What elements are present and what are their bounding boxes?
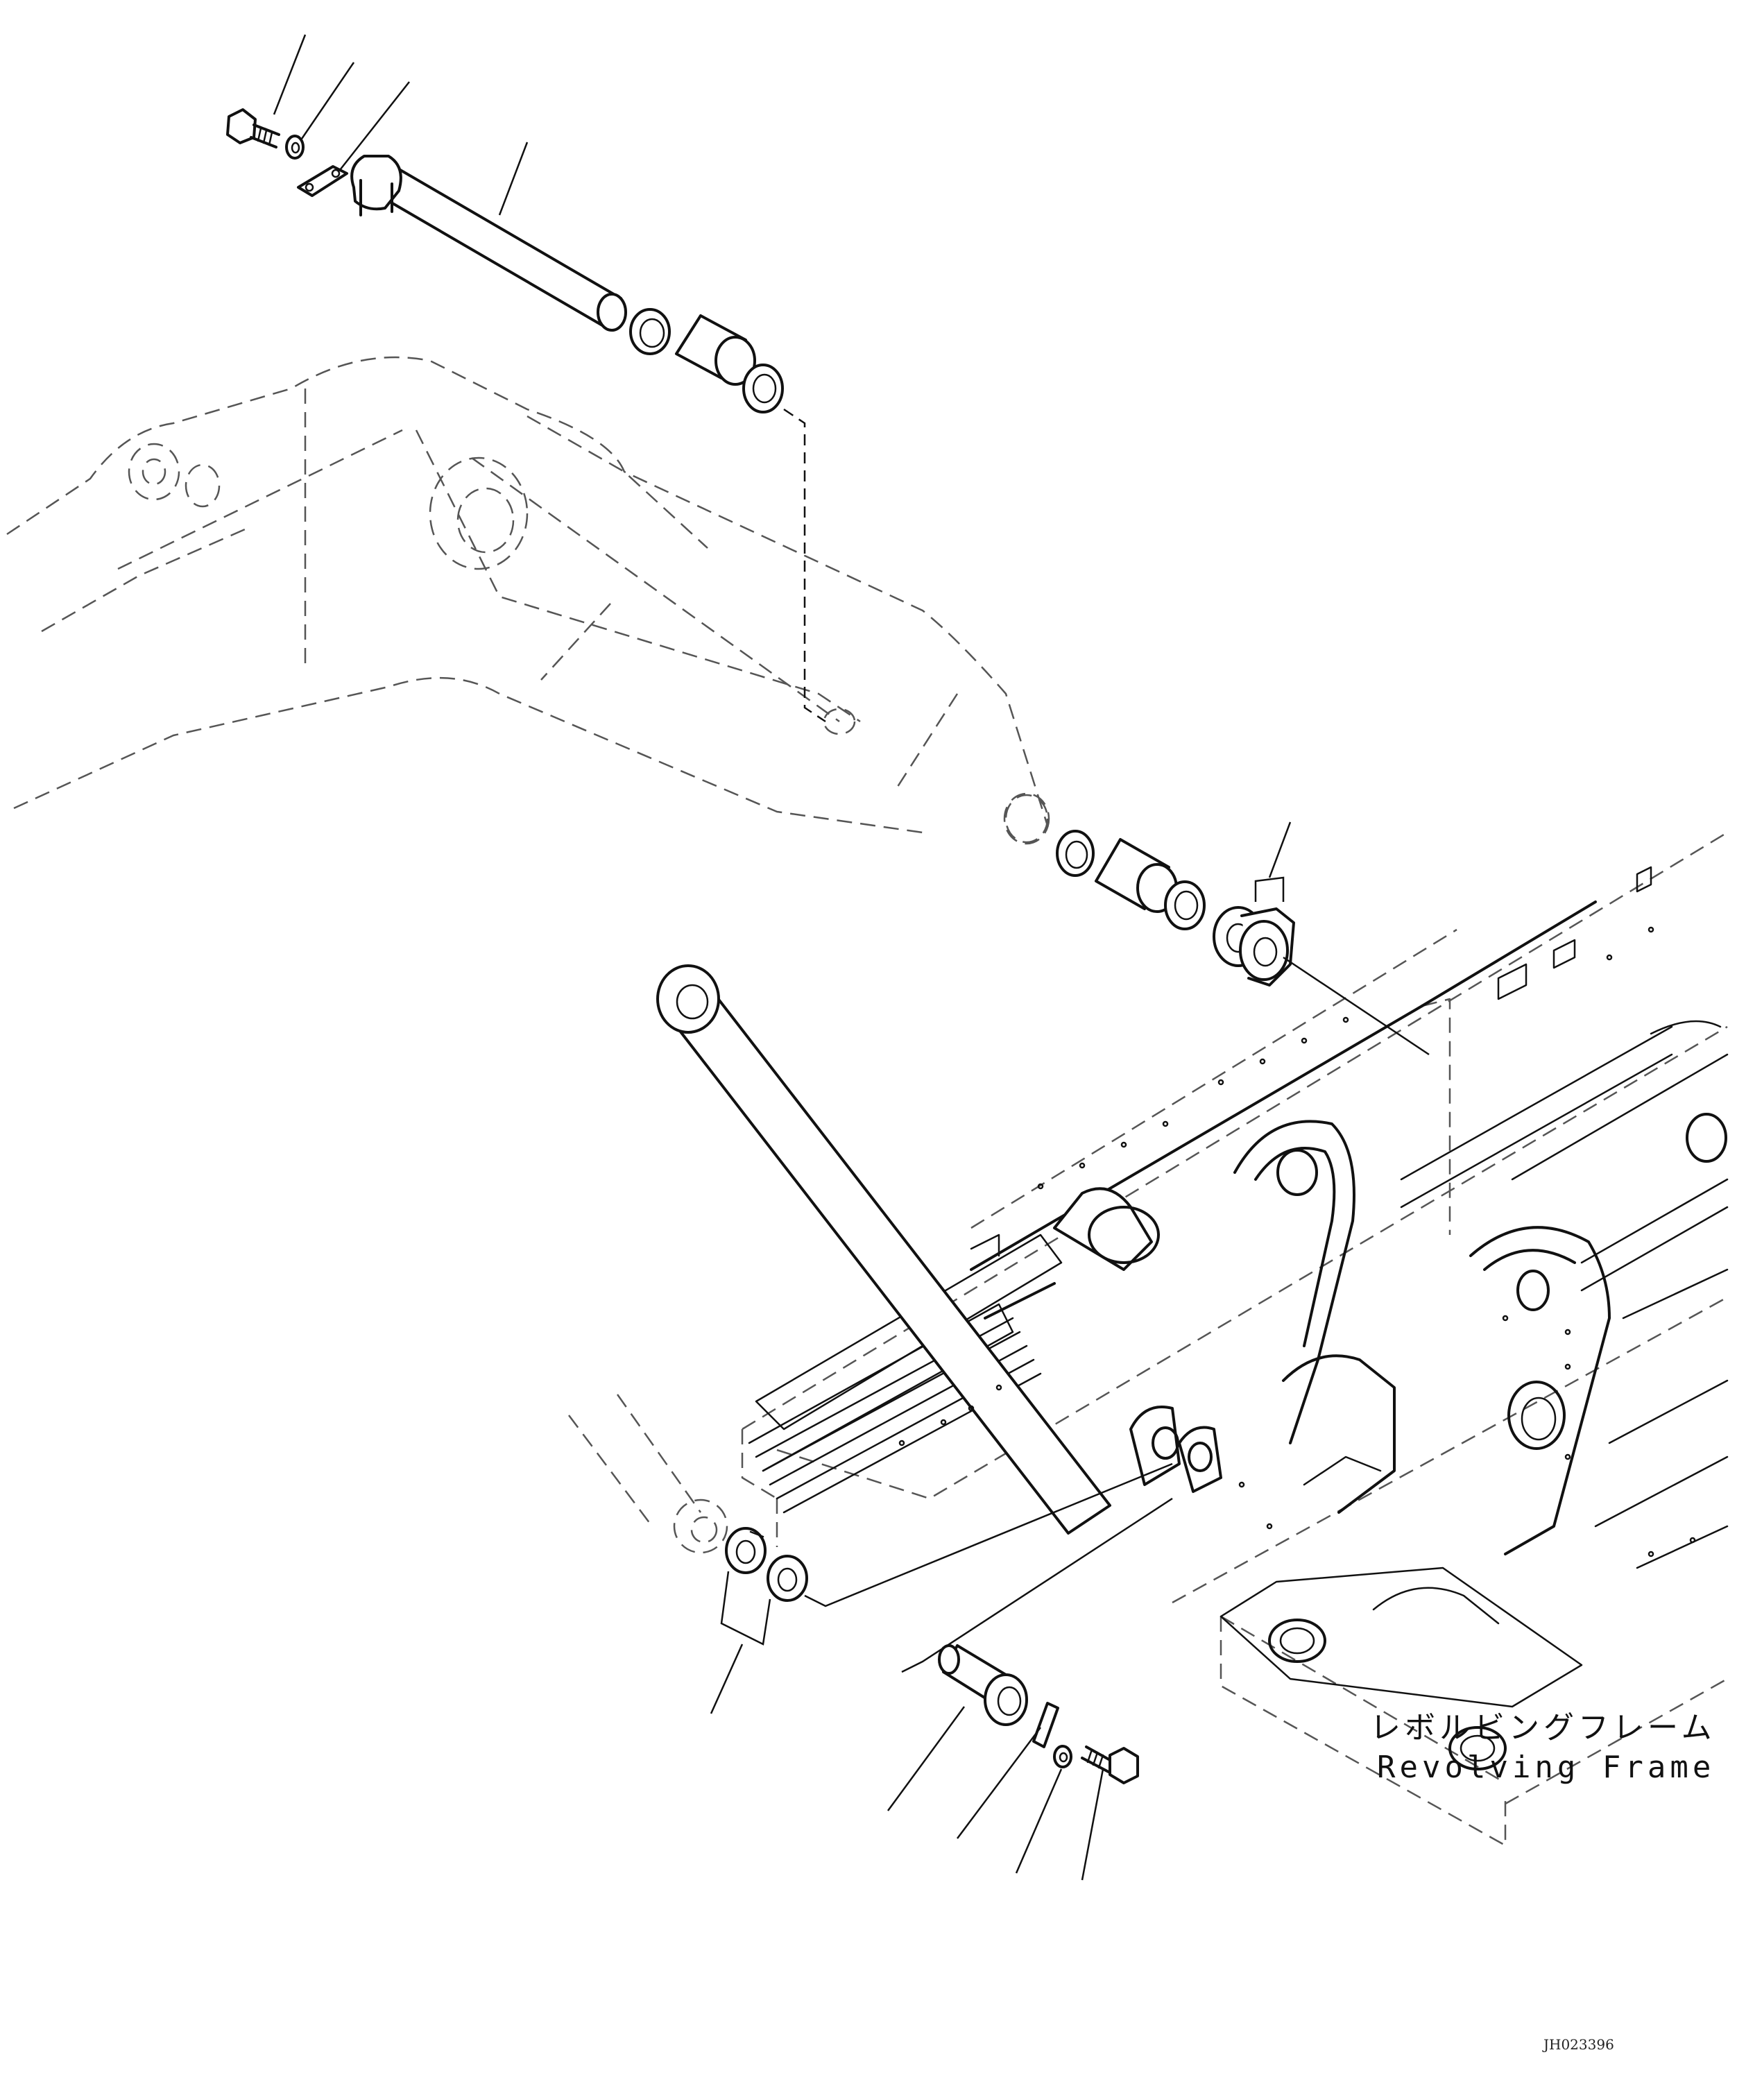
shim-pair-upper xyxy=(1213,876,1295,987)
frame-label-jp: レボルビングフレーム xyxy=(1370,1710,1716,1745)
bushing-set-top xyxy=(629,308,784,413)
top-pin-assembly xyxy=(226,108,784,413)
alignment-line-pin xyxy=(901,1497,1173,1673)
alignment-line-lower xyxy=(804,1462,1173,1607)
pin-top xyxy=(350,155,627,332)
pin-lower xyxy=(938,1644,1028,1726)
lock-plate-lower xyxy=(1032,1702,1059,1748)
washer-top xyxy=(285,135,305,160)
frame-label-en: Revolving Frame xyxy=(1377,1750,1715,1785)
boom-foot-bushings xyxy=(1003,792,1206,930)
lock-plate-top xyxy=(297,165,348,197)
alignment-line-shim xyxy=(1283,956,1430,1056)
alignment-line-top xyxy=(783,408,826,723)
drawing-code: JH023396 xyxy=(1543,2036,1614,2053)
lower-pin-assembly xyxy=(938,1644,1139,1784)
bolt-lower xyxy=(1081,1745,1139,1784)
washer-lower xyxy=(1053,1745,1072,1768)
bolt-top xyxy=(226,108,280,148)
cylinder-ghost-outline xyxy=(568,1394,728,1554)
callout-leaders xyxy=(273,34,1292,1881)
boom-ghost-outline xyxy=(6,356,1049,844)
revolving-frame xyxy=(656,831,1729,1847)
shim-pair-lower xyxy=(720,1527,808,1646)
